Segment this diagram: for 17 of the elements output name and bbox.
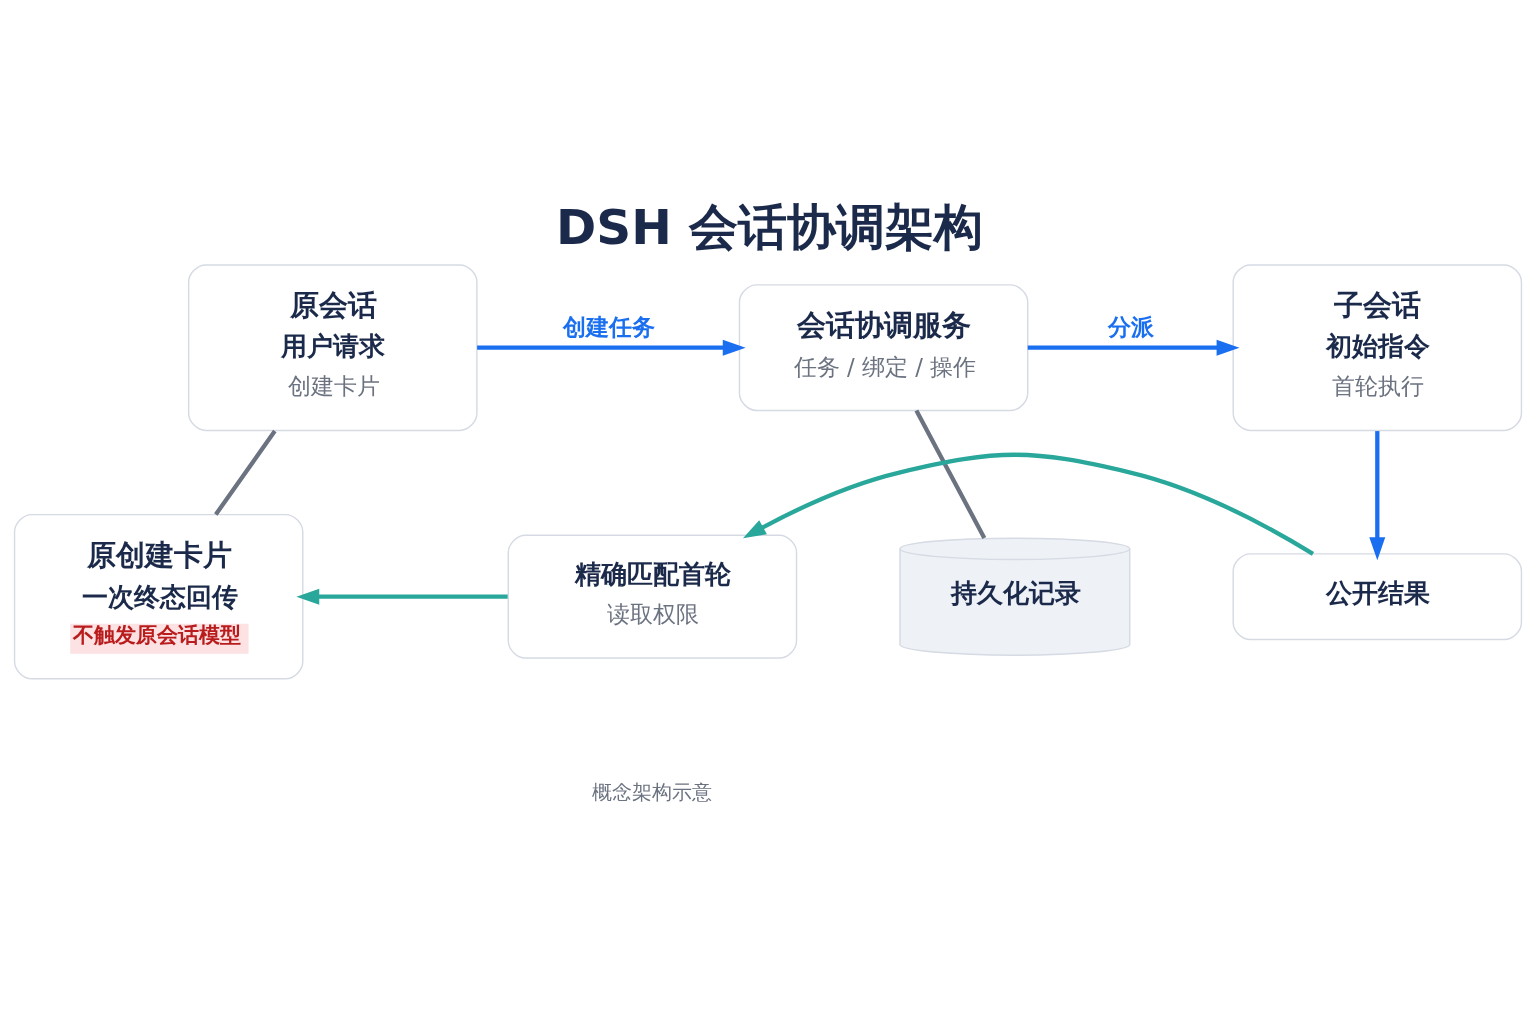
node-box: 精确匹配首轮 读取权限 xyxy=(507,534,798,659)
caption: 概念架构示意 xyxy=(592,779,713,804)
node-box: 原创建卡片 一次终态回传 不触发原会话模型 xyxy=(13,513,304,679)
connector xyxy=(214,429,277,516)
node-box: 原会话 用户请求 创建卡片 xyxy=(187,263,478,431)
node-box: 会话协调服务 任务 / 绑定 / 操作 xyxy=(738,283,1029,411)
arrow xyxy=(1369,430,1386,560)
edge-label: 分派 xyxy=(1107,313,1154,340)
connector xyxy=(914,409,987,539)
diagram-title: DSH 会话协调架构 xyxy=(556,198,983,255)
arrow xyxy=(296,588,508,605)
node-box: 公开结果 xyxy=(1232,552,1523,640)
edge-label: 创建任务 xyxy=(562,313,655,340)
arrow xyxy=(1027,339,1240,356)
arrow xyxy=(742,452,1315,556)
arrow xyxy=(477,339,746,356)
node-box: 子会话 初始指令 首轮执行 xyxy=(1232,263,1523,431)
